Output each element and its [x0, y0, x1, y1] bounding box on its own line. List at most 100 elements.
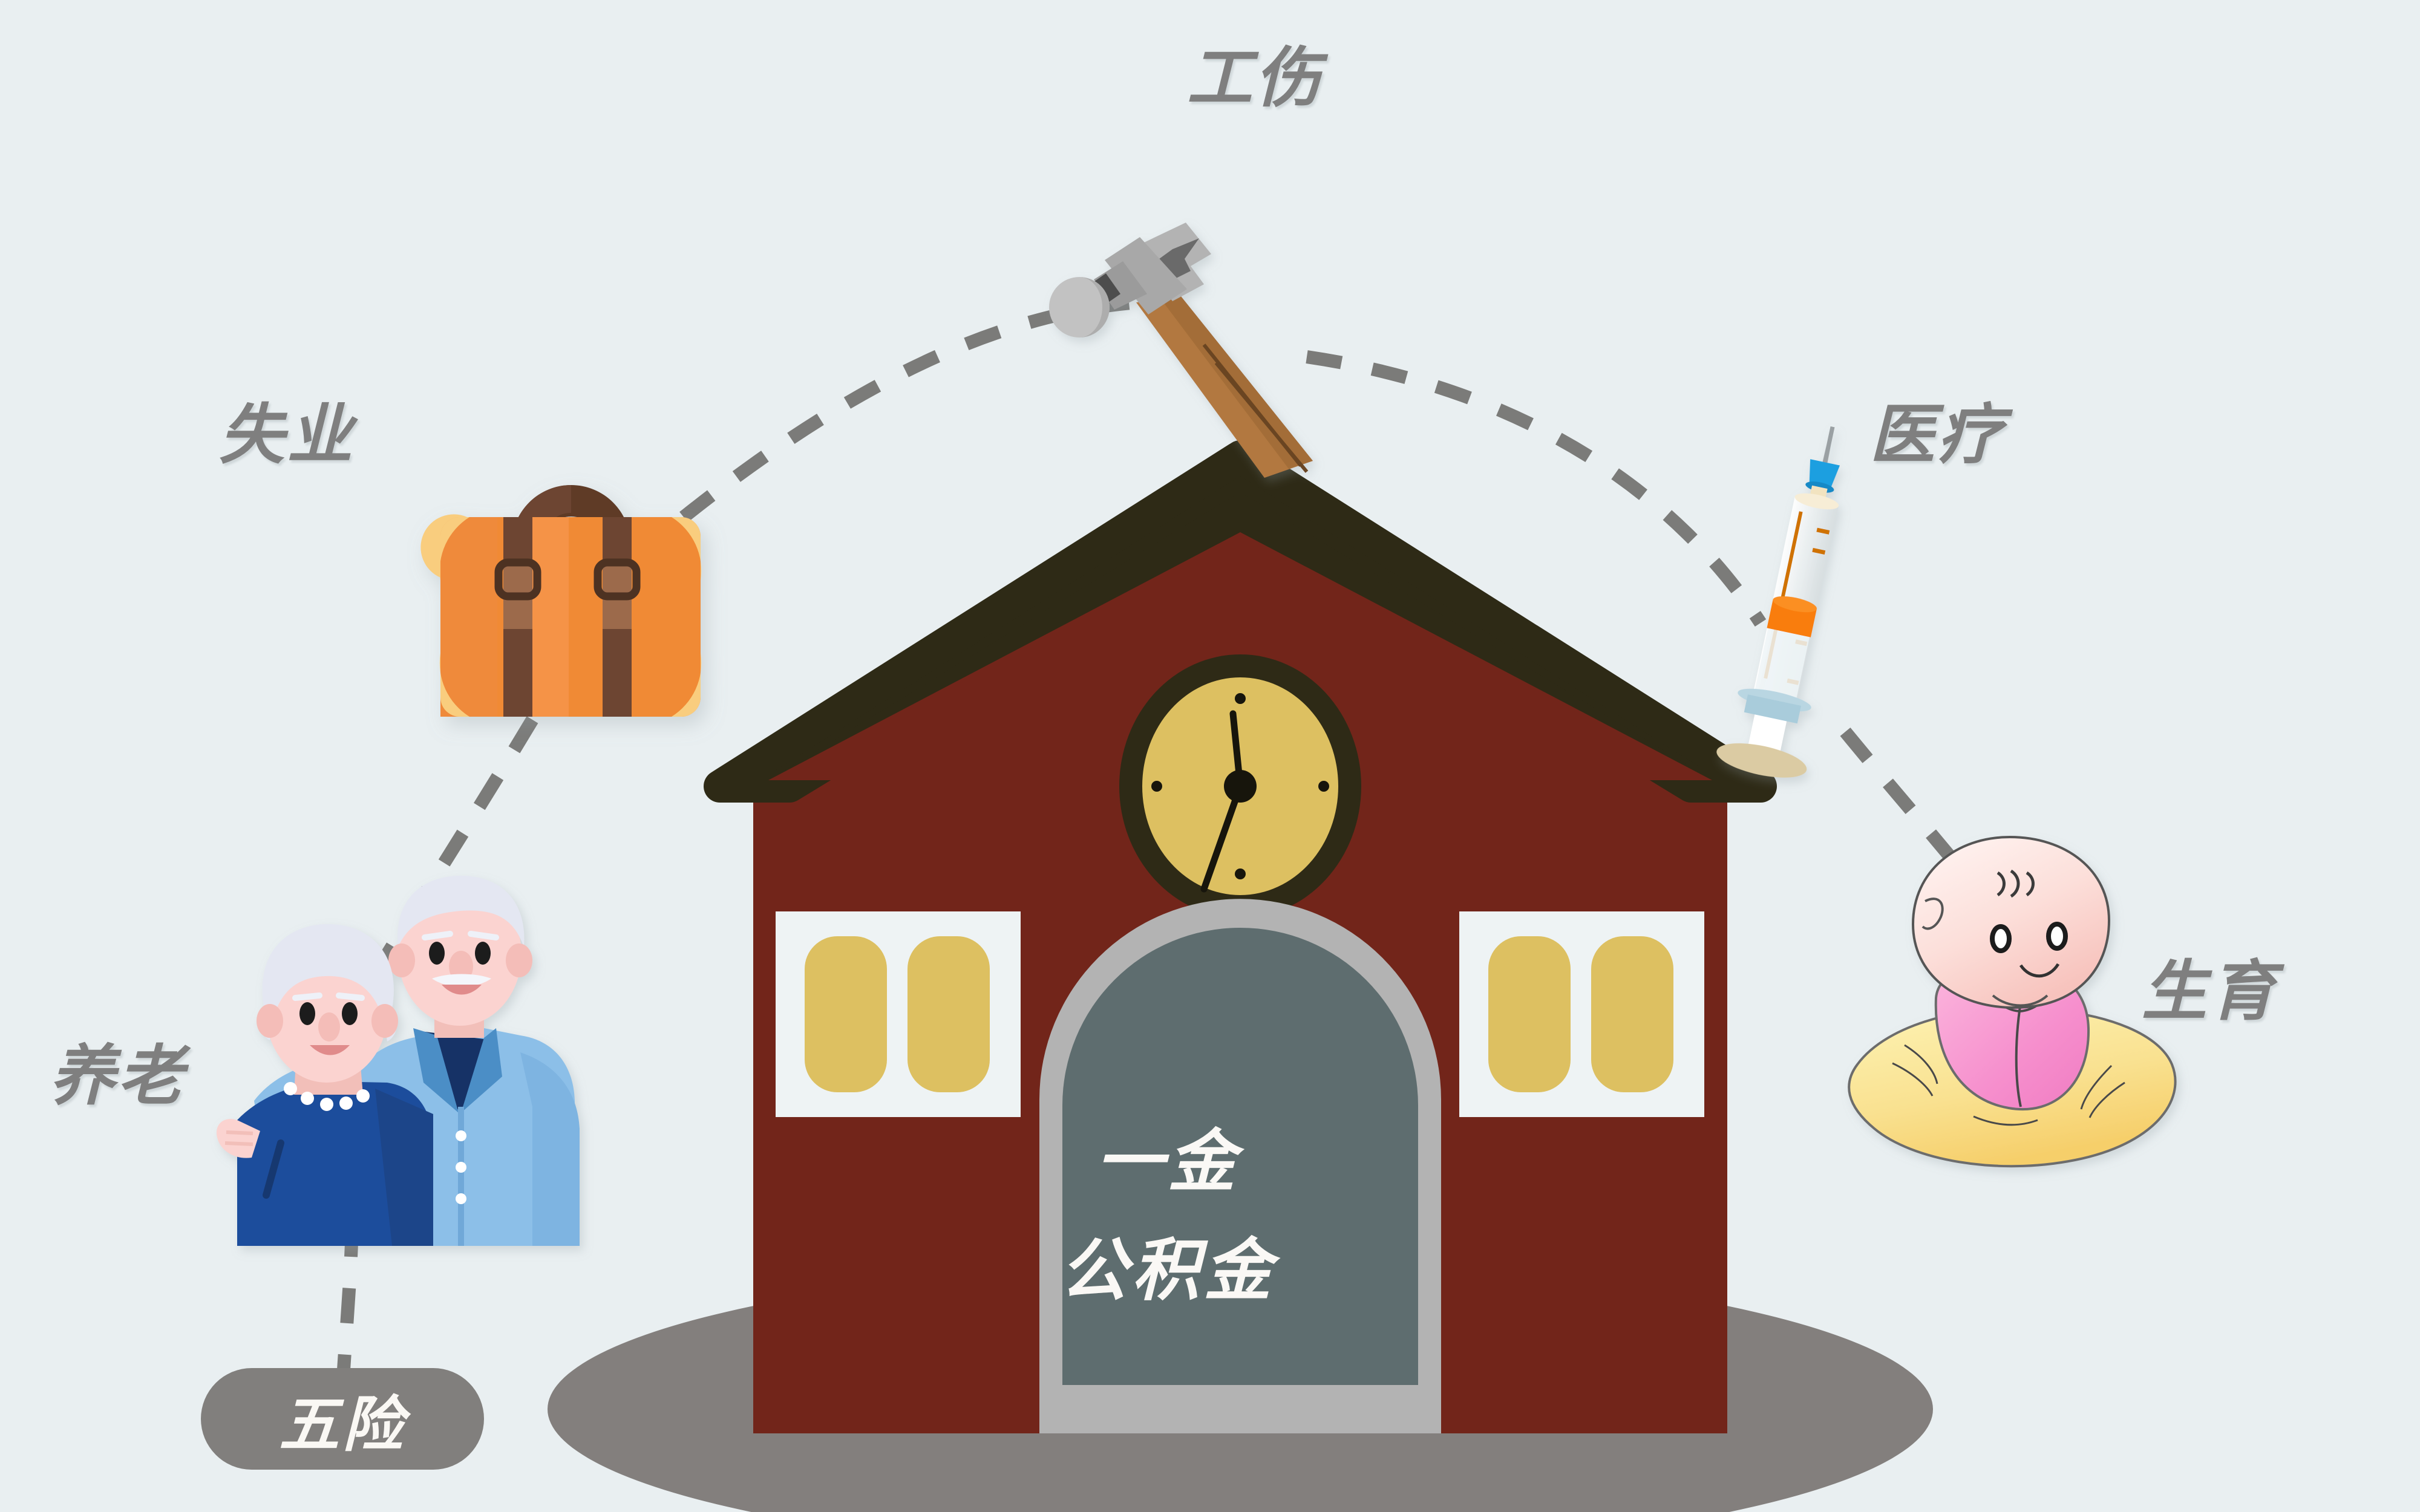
- clock-tick-12: [1235, 693, 1246, 704]
- label-medical: 医疗: [1869, 398, 2006, 471]
- elder-man-mouth: [442, 985, 482, 995]
- suitcase-buckle-right: [594, 558, 641, 601]
- elder-man-collar-right: [461, 1028, 502, 1113]
- elder-man-hand: [216, 1119, 260, 1158]
- elder-man-arm: [520, 1052, 580, 1246]
- baby-pillow-crease-5: [1973, 1115, 2038, 1126]
- suitcase-corner-bottom-right-big: [672, 653, 702, 717]
- elder-man-eye-left: [429, 942, 445, 965]
- syringe-tick-2: [1812, 547, 1826, 555]
- label-pension: 养老: [50, 1039, 186, 1112]
- elder-man-collar-left: [413, 1028, 459, 1113]
- syringe-flange-band: [1744, 694, 1802, 724]
- hammer-handle-shade: [1162, 296, 1313, 469]
- elder-woman-hair: [261, 924, 397, 1041]
- elder-woman-eye-right: [342, 1002, 358, 1025]
- clock-minute-hand: [1200, 783, 1244, 893]
- window-right-pane-1: [1488, 936, 1571, 1092]
- suitcase-panel-left: [440, 517, 497, 717]
- window-right-pane-2: [1591, 936, 1673, 1092]
- baby-pillow-crease-4: [2088, 1081, 2125, 1118]
- elder-woman-brow-left: [292, 992, 322, 1001]
- elder-man-button-2: [456, 1162, 466, 1173]
- door-text-line-2: 公积金: [1059, 1233, 1276, 1308]
- hammer-handle-grain-2: [1214, 362, 1309, 473]
- elder-man-brow-left: [422, 931, 453, 940]
- baby-mouth: [2019, 963, 2060, 978]
- suitcase-corner-top-right-big: [672, 517, 702, 581]
- baby-hair-curl-1: [1996, 871, 2006, 897]
- elder-woman-mouth: [310, 1045, 350, 1055]
- suitcase-corner-bottom-left-big: [439, 653, 469, 717]
- syringe-barrel-top: [1794, 493, 1839, 510]
- baby-pillow-crease-1: [1904, 1044, 1938, 1084]
- baby-eye-right: [2046, 922, 2068, 951]
- elder-woman-ear-right: [371, 1004, 398, 1038]
- elderly-couple-icon: [216, 876, 580, 1246]
- elder-man-ear-left: [388, 943, 415, 977]
- arc-lower-left: [369, 716, 538, 977]
- syringe-plunger-seal-top: [1773, 596, 1817, 613]
- elder-woman-ear-left: [257, 1004, 283, 1038]
- clock-tick-6: [1235, 868, 1246, 879]
- label-maternity: 生育: [2142, 954, 2278, 1028]
- hammer-face-shade: [1079, 277, 1110, 337]
- house-icon: [704, 440, 1777, 1433]
- elder-woman-fold: [263, 1139, 284, 1199]
- baby-head: [1911, 835, 2111, 1009]
- baby-chin: [1992, 994, 2049, 1007]
- syringe-icon: [1716, 426, 1840, 778]
- elder-man-hair: [397, 876, 525, 947]
- baby-eye-left: [1990, 924, 2012, 953]
- elder-man-finger-2: [224, 1141, 253, 1146]
- baby-ear: [1921, 898, 1944, 930]
- clock-tick-9: [1151, 781, 1162, 792]
- suitcase-corner-top-left-big: [439, 517, 469, 581]
- stem-badge: [336, 1221, 359, 1392]
- elder-man-eye-right: [475, 942, 491, 965]
- wuxian-badge-label: 五险: [279, 1390, 406, 1459]
- label-unemployment: 失业: [219, 398, 355, 471]
- window-left: [776, 911, 1021, 1117]
- baby-pillow-crease-3: [2080, 1064, 2113, 1110]
- elder-woman-nose: [318, 1012, 340, 1041]
- arc-right: [1306, 350, 1767, 627]
- elder-man-mustache: [432, 974, 491, 987]
- elder-woman-eye-left: [299, 1002, 315, 1025]
- elder-woman-necklace: [284, 1082, 370, 1111]
- hammer-icon: [1049, 223, 1313, 478]
- syringe-hub: [1809, 459, 1840, 489]
- syringe-needle-taper: [1822, 426, 1834, 463]
- elder-man-button-3: [456, 1193, 466, 1204]
- hammer-head-body: [1105, 237, 1187, 314]
- baby-hair-curl-3: [2026, 871, 2035, 897]
- door-threshold: [1062, 1385, 1418, 1433]
- window-left-pane-1: [805, 936, 887, 1092]
- window-right: [1459, 911, 1704, 1117]
- baby-pillow-crease-2: [1892, 1062, 1934, 1097]
- elder-man-brow-right: [468, 931, 499, 940]
- clock-tick-3: [1318, 781, 1329, 792]
- syringe-chamber: [1754, 628, 1810, 703]
- suitcase-buckle-left: [494, 558, 541, 601]
- hammer-claw-slot: [1159, 238, 1199, 279]
- elder-man-finger-1: [226, 1130, 253, 1135]
- hammer-collar: [1090, 273, 1120, 305]
- clock-center-pin: [1224, 770, 1257, 803]
- door-panel: [1062, 928, 1418, 1415]
- elder-woman-top-shade: [375, 1089, 433, 1246]
- elder-man-button-1: [456, 1130, 466, 1141]
- elder-man-ear-right: [506, 943, 532, 977]
- arc-left: [679, 296, 1138, 523]
- door-text-line-1: 一金: [1096, 1124, 1240, 1199]
- house-door: [1039, 899, 1441, 1433]
- syringe-thumb-rest: [1716, 743, 1807, 778]
- baby-icon: [1848, 835, 2177, 1168]
- syringe-tick-1: [1816, 527, 1830, 535]
- elder-woman-brow-right: [336, 992, 365, 1001]
- hammer-face: [1049, 277, 1110, 337]
- window-left-pane-2: [908, 936, 990, 1092]
- suitcase-corner-tl-fill: [420, 514, 467, 578]
